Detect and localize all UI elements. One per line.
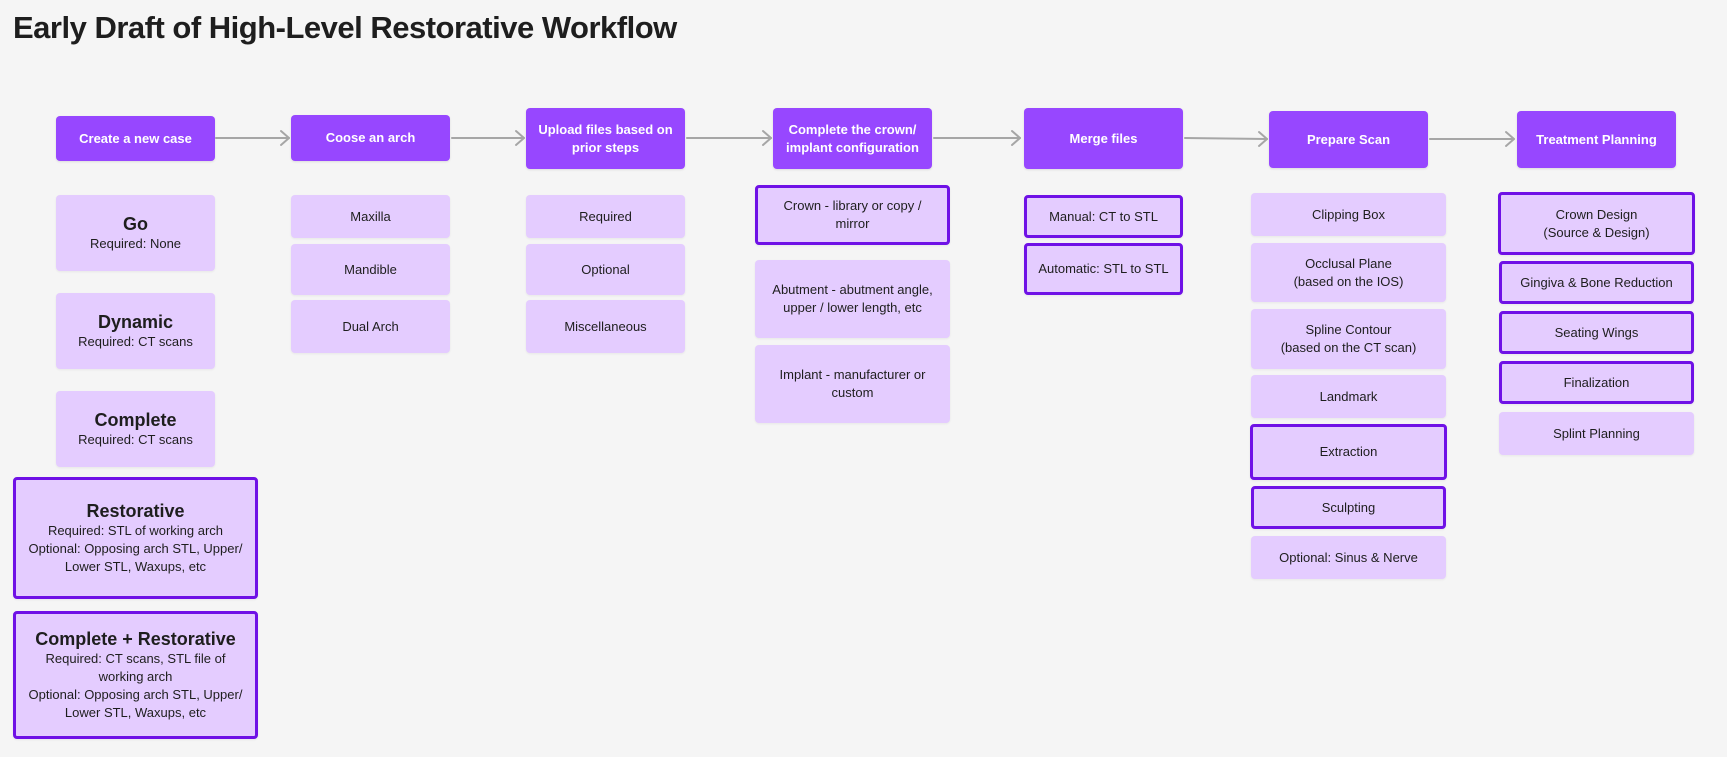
arrow-prepare-to-planning: [1429, 131, 1515, 147]
arrow-create-to-arch: [215, 130, 290, 146]
option-label: Occlusal Plane (based on the IOS): [1293, 255, 1404, 289]
option-label: Clipping Box: [1312, 206, 1385, 222]
arrow-upload-to-config: [686, 130, 772, 146]
upload-option-miscellaneous[interactable]: Miscellaneous: [526, 300, 685, 353]
config-option-crown[interactable]: Crown - library or copy / mirror: [755, 185, 950, 245]
arch-option-mandible[interactable]: Mandible: [291, 244, 450, 295]
option-label: Mandible: [344, 261, 397, 277]
case-type-restorative[interactable]: Restorative Required: STL of working arc…: [13, 477, 258, 599]
scan-option-occlusal-plane[interactable]: Occlusal Plane (based on the IOS): [1251, 243, 1446, 302]
case-type-details: Required: None: [89, 236, 182, 251]
planning-option-crown-design[interactable]: Crown Design (Source & Design): [1498, 192, 1695, 255]
step-label: Create a new case: [79, 130, 192, 146]
step-prepare-scan[interactable]: Prepare Scan: [1269, 111, 1428, 168]
case-type-details: Required: CT scans, STL file of working …: [28, 651, 243, 720]
arch-option-dual-arch[interactable]: Dual Arch: [291, 300, 450, 353]
case-type-name: Go: [123, 214, 148, 234]
case-type-dynamic[interactable]: Dynamic Required: CT scans: [56, 293, 215, 369]
case-type-details: Required: CT scans: [78, 334, 193, 349]
step-choose-arch[interactable]: Coose an arch: [291, 115, 450, 161]
arrow-config-to-merge: [933, 130, 1021, 146]
config-option-abutment[interactable]: Abutment - abutment angle, upper / lower…: [755, 260, 950, 338]
case-type-go[interactable]: Go Required: None: [56, 195, 215, 271]
option-label: Miscellaneous: [564, 318, 647, 334]
case-type-complete[interactable]: Complete Required: CT scans: [56, 391, 215, 467]
option-label: Spline Contour (based on the CT scan): [1280, 322, 1417, 355]
case-type-name: Complete + Restorative: [35, 629, 236, 649]
option-label: Required: [579, 208, 632, 224]
option-label: Extraction: [1319, 444, 1378, 459]
planning-option-seating-wings[interactable]: Seating Wings: [1499, 311, 1694, 354]
step-create-case[interactable]: Create a new case: [56, 116, 215, 161]
option-label: Seating Wings: [1554, 324, 1639, 340]
page-title: Early Draft of High-Level Restorative Wo…: [13, 10, 677, 45]
scan-option-sculpting[interactable]: Sculpting: [1251, 486, 1446, 529]
option-label: Abutment - abutment angle, upper / lower…: [772, 282, 933, 315]
option-label: Crown - library or copy / mirror: [783, 198, 922, 231]
case-type-complete-restorative[interactable]: Complete + Restorative Required: CT scan…: [13, 611, 258, 739]
step-label: Merge files: [1069, 130, 1138, 146]
step-upload-files[interactable]: Upload files based on prior steps: [526, 108, 685, 169]
case-type-details: Required: CT scans: [78, 432, 193, 447]
option-label: Manual: CT to STL: [1049, 208, 1158, 224]
arrow-arch-to-upload: [451, 130, 525, 146]
scan-option-spline-contour[interactable]: Spline Contour (based on the CT scan): [1251, 309, 1446, 369]
merge-option-manual[interactable]: Manual: CT to STL: [1024, 195, 1183, 238]
scan-option-extraction[interactable]: Extraction: [1250, 424, 1447, 480]
arch-option-maxilla[interactable]: Maxilla: [291, 195, 450, 238]
planning-option-finalization[interactable]: Finalization: [1499, 361, 1694, 404]
option-label: Maxilla: [350, 208, 391, 224]
planning-option-gingiva-bone[interactable]: Gingiva & Bone Reduction: [1499, 261, 1694, 304]
scan-option-landmark[interactable]: Landmark: [1251, 375, 1446, 418]
case-type-name: Complete: [94, 410, 177, 430]
option-label: Optional: Sinus & Nerve: [1279, 549, 1418, 565]
option-label: Implant - manufacturer or custom: [779, 367, 926, 400]
option-label: Dual Arch: [342, 318, 399, 334]
option-label: Finalization: [1563, 374, 1630, 390]
scan-option-clipping-box[interactable]: Clipping Box: [1251, 193, 1446, 236]
upload-option-optional[interactable]: Optional: [526, 244, 685, 295]
step-label: Treatment Planning: [1536, 131, 1657, 147]
case-type-name: Dynamic: [97, 312, 174, 332]
scan-option-sinus-nerve[interactable]: Optional: Sinus & Nerve: [1251, 536, 1446, 579]
option-label: Optional: [581, 261, 630, 277]
planning-option-splint[interactable]: Splint Planning: [1499, 412, 1694, 455]
step-label: Complete the crown/ implant configuratio…: [786, 121, 919, 155]
merge-option-automatic[interactable]: Automatic: STL to STL: [1024, 243, 1183, 295]
option-label: Splint Planning: [1553, 425, 1640, 441]
step-merge-files[interactable]: Merge files: [1024, 108, 1183, 169]
step-label: Coose an arch: [325, 130, 416, 145]
upload-option-required[interactable]: Required: [526, 195, 685, 238]
option-label: Sculpting: [1321, 499, 1376, 515]
case-type-name: Restorative: [86, 501, 185, 521]
step-label: Prepare Scan: [1306, 131, 1391, 147]
step-label: Upload files based on prior steps: [538, 121, 673, 155]
step-treatment-planning[interactable]: Treatment Planning: [1517, 111, 1676, 168]
arrow-merge-to-prepare: [1184, 131, 1268, 147]
config-option-implant[interactable]: Implant - manufacturer or custom: [755, 345, 950, 423]
option-label: Crown Design (Source & Design): [1543, 206, 1650, 240]
option-label: Automatic: STL to STL: [1038, 261, 1169, 276]
option-label: Gingiva & Bone Reduction: [1520, 274, 1673, 290]
option-label: Landmark: [1319, 388, 1378, 404]
step-crown-implant-config[interactable]: Complete the crown/ implant configuratio…: [773, 108, 932, 169]
case-type-details: Required: STL of working arch Optional: …: [28, 523, 243, 574]
